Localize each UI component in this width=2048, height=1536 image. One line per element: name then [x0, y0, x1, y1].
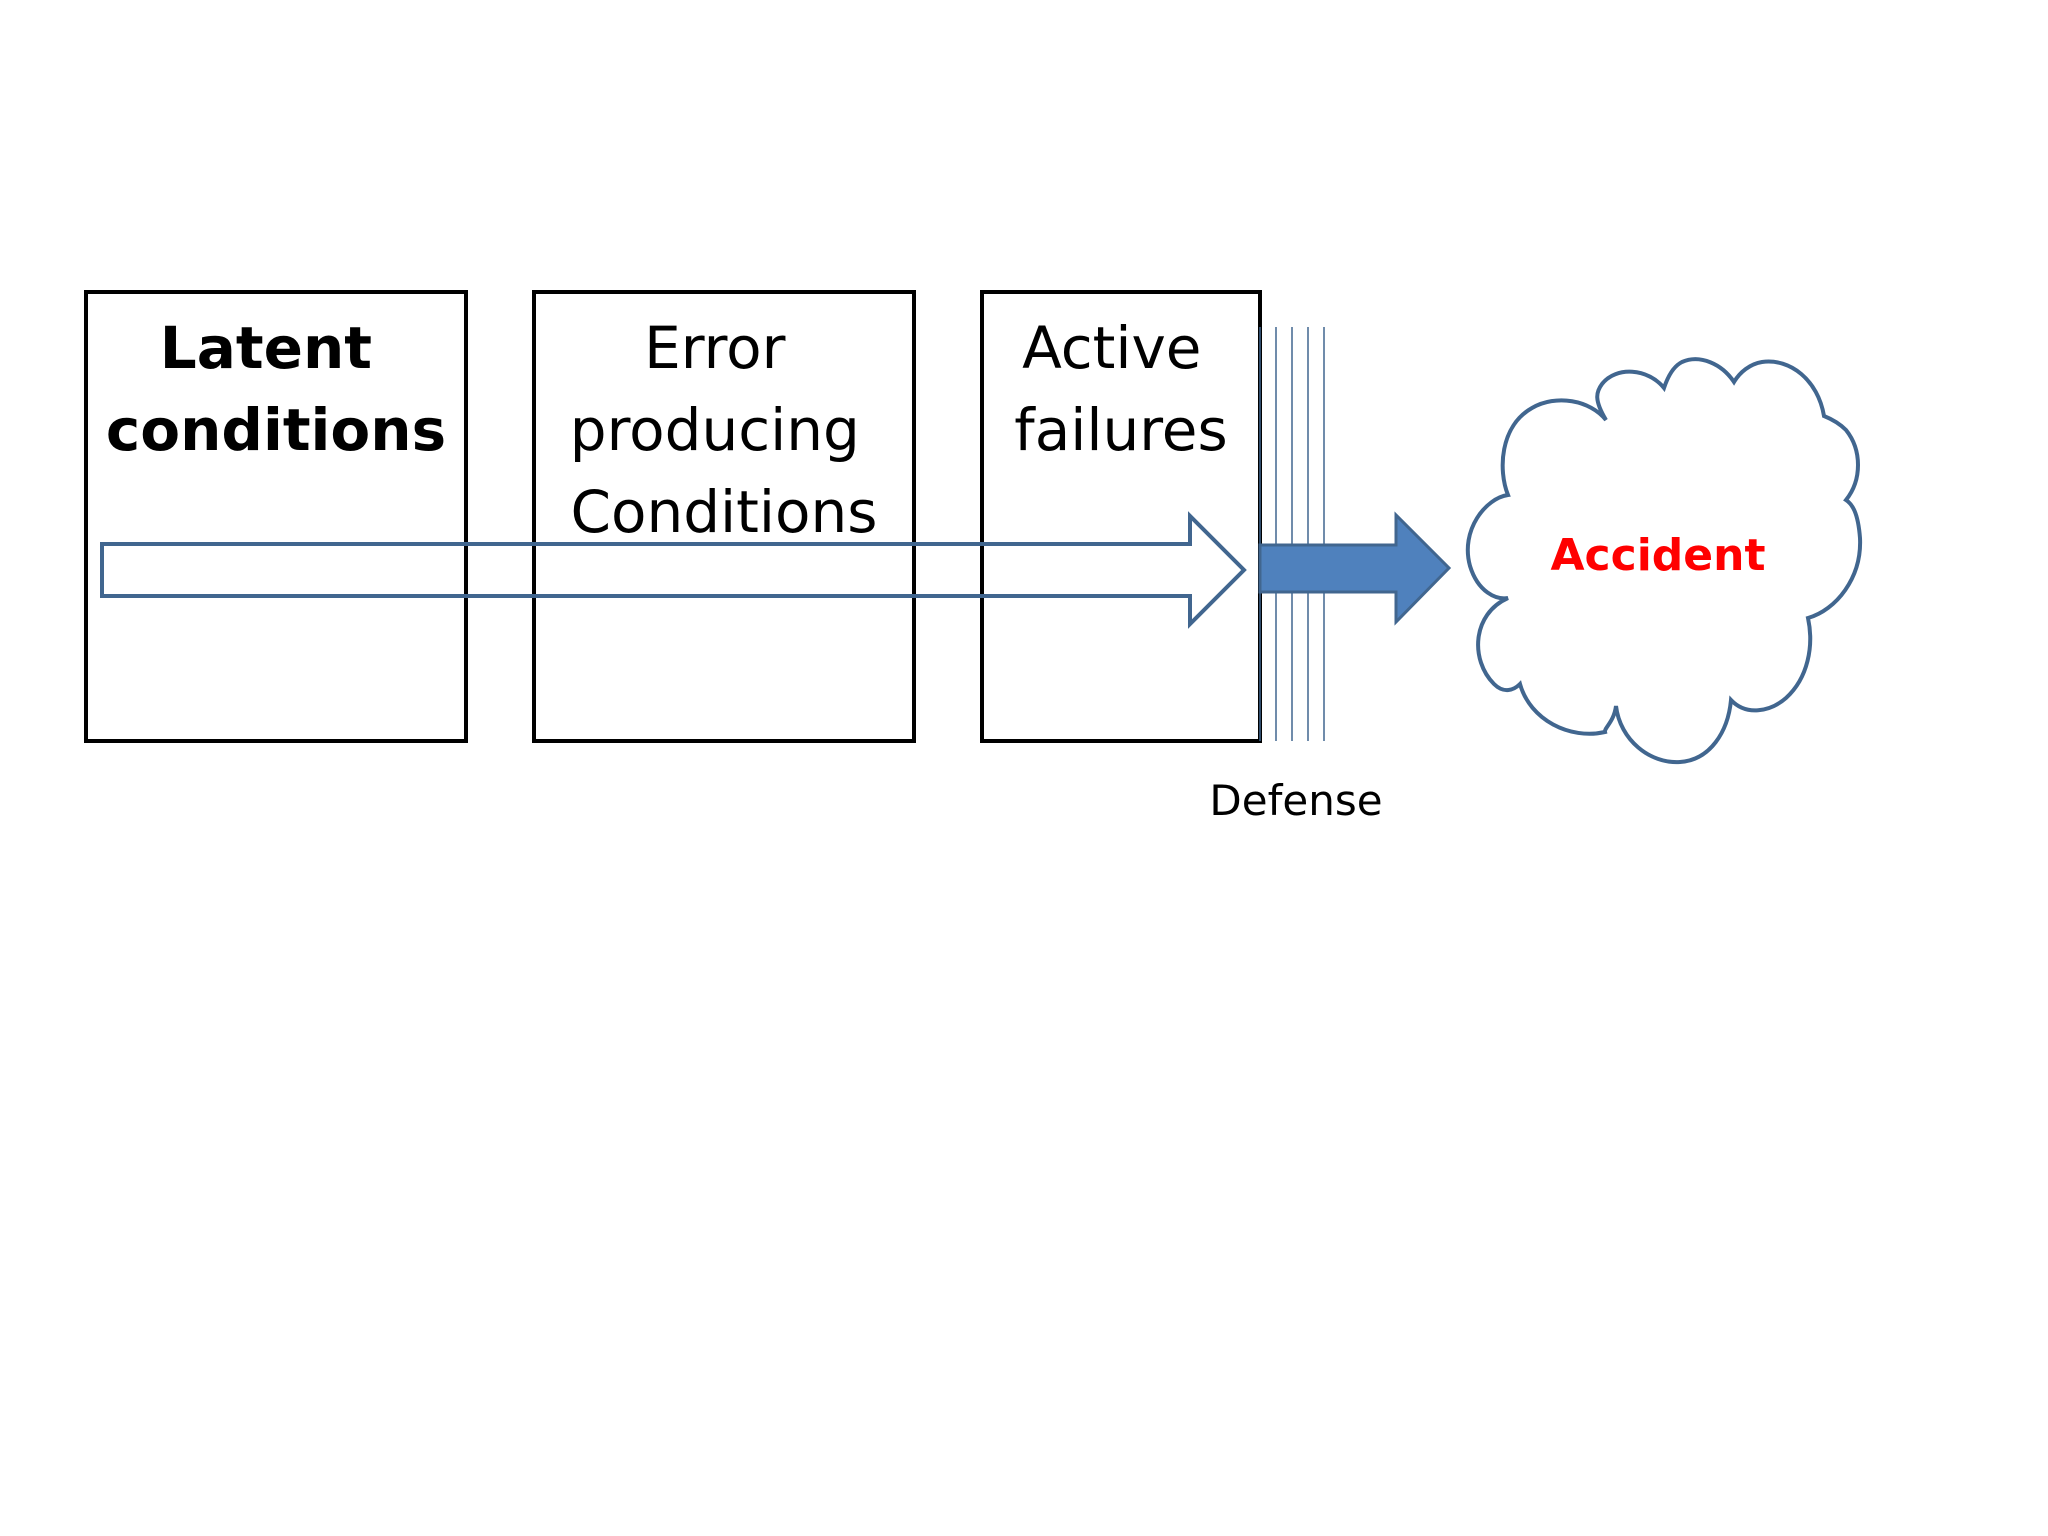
svg-text:Latent conditions: Latent conditions: [106, 314, 446, 464]
error-producing-line-2: producing: [570, 396, 860, 464]
error-producing-line-3: Conditions: [571, 478, 878, 546]
active-failures-line-2: failures: [1014, 396, 1227, 464]
svg-text:Active failures: Active failures: [1014, 314, 1227, 464]
cloud-shape: [1465, 357, 1863, 765]
latent-conditions-box: Latent conditions: [84, 290, 468, 743]
error-producing-line-1: Error: [644, 314, 786, 382]
latent-conditions-line-1: Latent: [160, 314, 372, 382]
error-producing-conditions-box: Error producing Conditions: [532, 290, 916, 743]
defense-layers: [1259, 327, 1325, 741]
active-failures-box: Active failures: [980, 290, 1262, 743]
accident-cloud: Accident: [1465, 357, 1863, 765]
hollow-causal-arrow: [100, 511, 1247, 629]
active-failures-line-1: Active: [1022, 314, 1201, 382]
svg-text:Error producing Co: Error producing Conditions: [570, 314, 878, 546]
solid-breach-arrow: [1258, 511, 1452, 626]
latent-conditions-line-2: conditions: [106, 396, 446, 464]
defense-label: Defense: [1209, 776, 1382, 825]
accident-label: Accident: [1551, 530, 1766, 581]
